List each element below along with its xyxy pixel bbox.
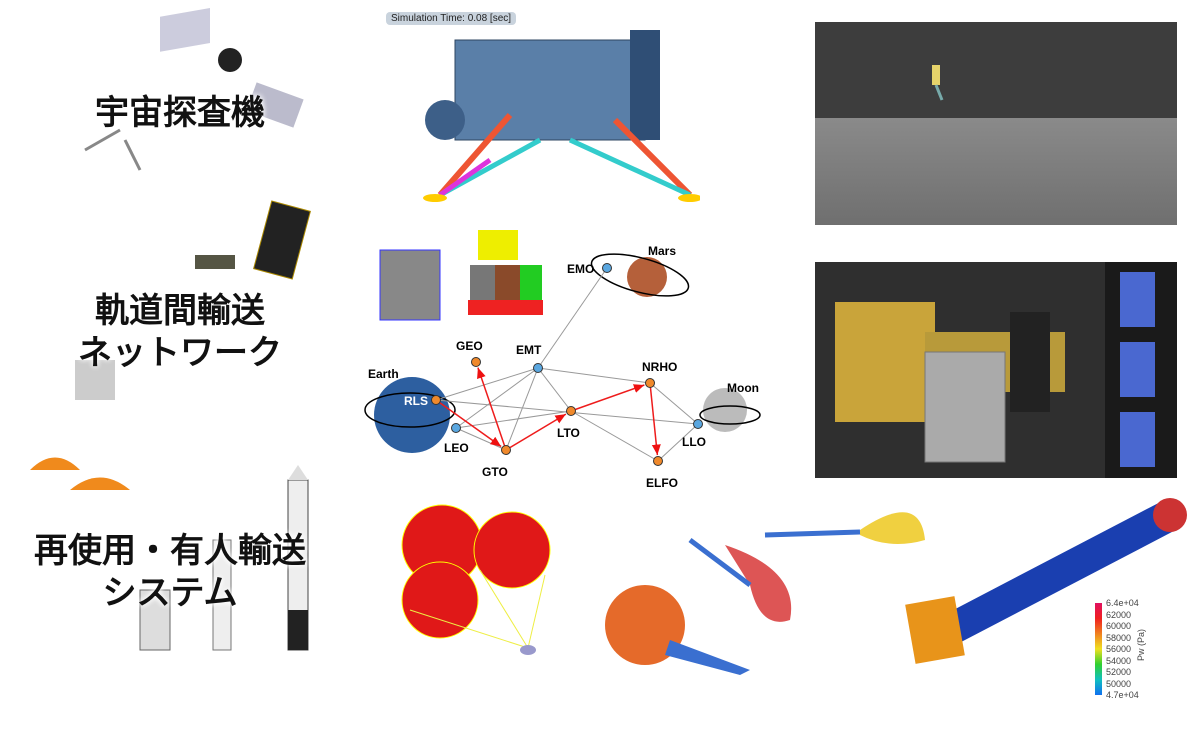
left-illustrations [30,7,311,651]
orbit-node-lto [566,406,576,416]
network-edge [570,410,659,462]
transport-network-diagram: Earth Mars Moon EMO EMT GEO RLS LEO GTO LTO NRH… [364,230,761,490]
route-arrow [505,413,567,451]
lander-illustration [84,7,304,171]
colorbar-tick: 56000 [1106,644,1132,654]
moon-image [703,388,747,432]
network-edge [537,267,608,369]
orbit-label: LEO [444,441,469,455]
network-edge [649,382,699,425]
colorbar-title: Pw (Pa) [1136,628,1147,662]
colorbar-tick: 4.7e+04 [1106,690,1139,700]
parachute-cluster-sim [401,504,551,655]
colorbar-tick: 50000 [1106,678,1132,689]
mars-label: Mars [648,244,676,258]
lander-cad-model [423,30,700,202]
orbit-node-llo [693,419,703,429]
colorbar-tick: 58000 [1106,632,1132,643]
reusable-line1: 再使用・有人輸送 [34,531,306,571]
colorbar-tick: 60000 [1106,621,1132,631]
route-arrow [435,399,502,448]
orbit-node-rls [431,395,441,405]
orbit-node-geo [471,357,481,367]
lander-marker [932,65,944,101]
route-arrow [477,367,507,451]
lunar-surface [815,118,1177,225]
colorbar-tick: 52000 [1106,667,1132,677]
route-arrow [570,384,645,412]
orbit-label: GTO [482,465,508,479]
earth-label: Earth [368,367,399,381]
orbit-node-gto [501,445,511,455]
moon-label: Moon [727,381,759,395]
orbit-node-elfo [653,456,663,466]
orbit-label: RLS [404,394,428,408]
section-title-network: 軌道間輸送ネットワーク [60,290,300,374]
orbit-label: NRHO [642,360,677,374]
mars-image [627,257,667,297]
network-line2: ネットワーク [78,333,282,373]
earth-image [374,377,450,453]
colorbar-tick: 62000 [1106,609,1132,620]
module-models [379,230,543,321]
satellite-illustration [75,200,311,400]
orbit-node-emo [602,263,612,273]
orbit-node-leo [451,423,461,433]
orbit-node-nrho [645,378,655,388]
network-edge [537,367,572,412]
section-title-reusable: 再使用・有人輸送システム [20,530,320,614]
rockets-illustration [139,465,309,651]
capsule-pressure-sim [605,512,925,675]
satellite-cad-model [835,262,1177,478]
cfd-simulations [401,498,1187,675]
network-edge [435,367,539,401]
orbit-label: EMT [516,343,542,357]
orbit-label: LTO [557,426,580,440]
orbit-label: GEO [456,339,483,353]
orbit-label: LLO [682,435,706,449]
network-edge [505,367,539,451]
orbit-node-emt [533,363,543,373]
orbit-label: EMO [567,262,594,276]
colorbar-tick: 54000 [1106,655,1132,666]
colorbar-tick: 6.4e+04 [1106,598,1139,608]
colorbar [1095,603,1102,695]
rocket-pressure-sim [905,498,1187,664]
network-line1: 軌道間輸送 [95,291,265,331]
route-arrow [649,382,661,456]
parachute-illustration [30,457,130,490]
network-edge [455,410,572,429]
simulation-time-label: Simulation Time: 0.08 [sec] [386,12,517,25]
orbit-label: ELFO [646,476,678,490]
network-edge [657,423,699,462]
network-edge [537,367,651,384]
network-edge [455,367,539,429]
reusable-line2: システム [102,573,238,613]
section-title-probe: 宇宙探査機 [95,93,265,133]
